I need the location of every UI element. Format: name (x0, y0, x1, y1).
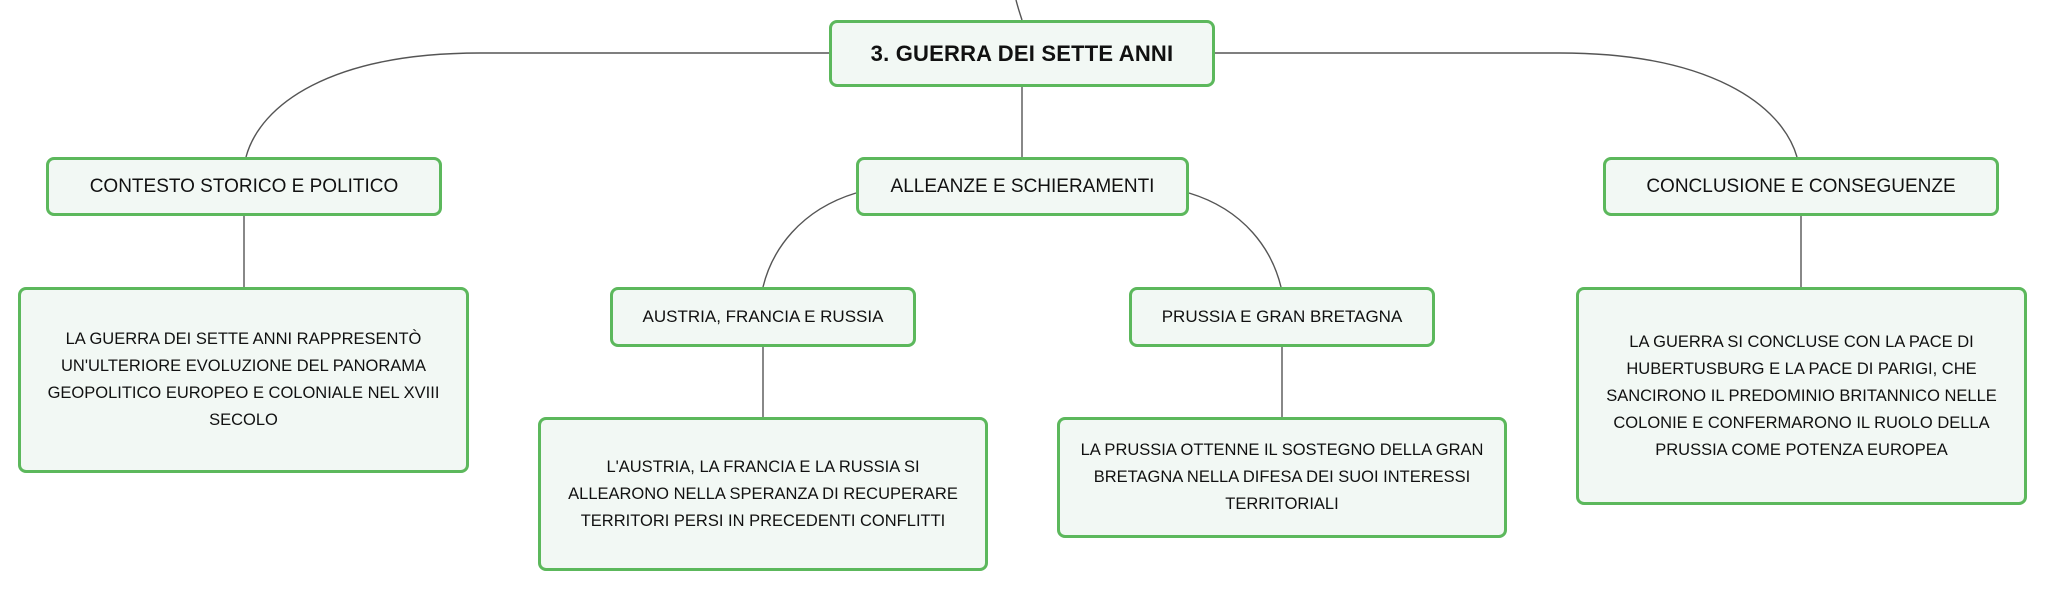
node-prussia-detail-text: LA PRUSSIA OTTENNE IL SOSTEGNO DELLA GRA… (1080, 441, 1484, 513)
node-contesto-storico-label: CONTESTO STORICO E POLITICO (89, 175, 399, 197)
connector-alleanze-to-austria (762, 192, 857, 288)
node-austria-francia-russia[interactable]: AUSTRIA, FRANCIA E RUSSIA (610, 287, 916, 347)
connector-parent-to-root (1015, 0, 1023, 21)
node-austria-detail[interactable]: L'AUSTRIA, LA FRANCIA E LA RUSSIA SI ALL… (538, 417, 988, 571)
node-conclusione-detail-text: LA GUERRA SI CONCLUSE CON LA PACE DI HUB… (1606, 332, 1997, 459)
node-austria-detail-text: L'AUSTRIA, LA FRANCIA E LA RUSSIA SI ALL… (568, 457, 958, 530)
node-contesto-detail-text: LA GUERRA DEI SETTE ANNI RAPPRESENTÒ UN'… (47, 330, 440, 429)
node-alleanze[interactable]: ALLEANZE E SCHIERAMENTI (856, 157, 1189, 216)
connector-root-to-conclusione (1215, 52, 1798, 158)
node-prussia-detail[interactable]: LA PRUSSIA OTTENNE IL SOSTEGNO DELLA GRA… (1057, 417, 1507, 538)
node-prussia-gran-bretagna[interactable]: PRUSSIA E GRAN BRETAGNA (1129, 287, 1435, 347)
node-prussia-gran-bretagna-label: PRUSSIA E GRAN BRETAGNA (1161, 307, 1403, 326)
node-contesto-detail[interactable]: LA GUERRA DEI SETTE ANNI RAPPRESENTÒ UN'… (18, 287, 469, 473)
root-node-label: 3. GUERRA DEI SETTE ANNI (870, 40, 1174, 66)
node-austria-francia-russia-label: AUSTRIA, FRANCIA E RUSSIA (642, 307, 884, 326)
node-contesto-storico[interactable]: CONTESTO STORICO E POLITICO (46, 157, 442, 216)
root-node[interactable]: 3. GUERRA DEI SETTE ANNI (829, 20, 1215, 87)
node-conclusione[interactable]: CONCLUSIONE E CONSEGUENZE (1603, 157, 1999, 216)
node-alleanze-label: ALLEANZE E SCHIERAMENTI (890, 175, 1155, 197)
node-conclusione-label: CONCLUSIONE E CONSEGUENZE (1646, 175, 1956, 197)
connector-alleanze-to-prussia (1188, 192, 1282, 288)
node-conclusione-detail[interactable]: LA GUERRA SI CONCLUSE CON LA PACE DI HUB… (1576, 287, 2027, 505)
connector-root-to-contesto (245, 52, 829, 158)
